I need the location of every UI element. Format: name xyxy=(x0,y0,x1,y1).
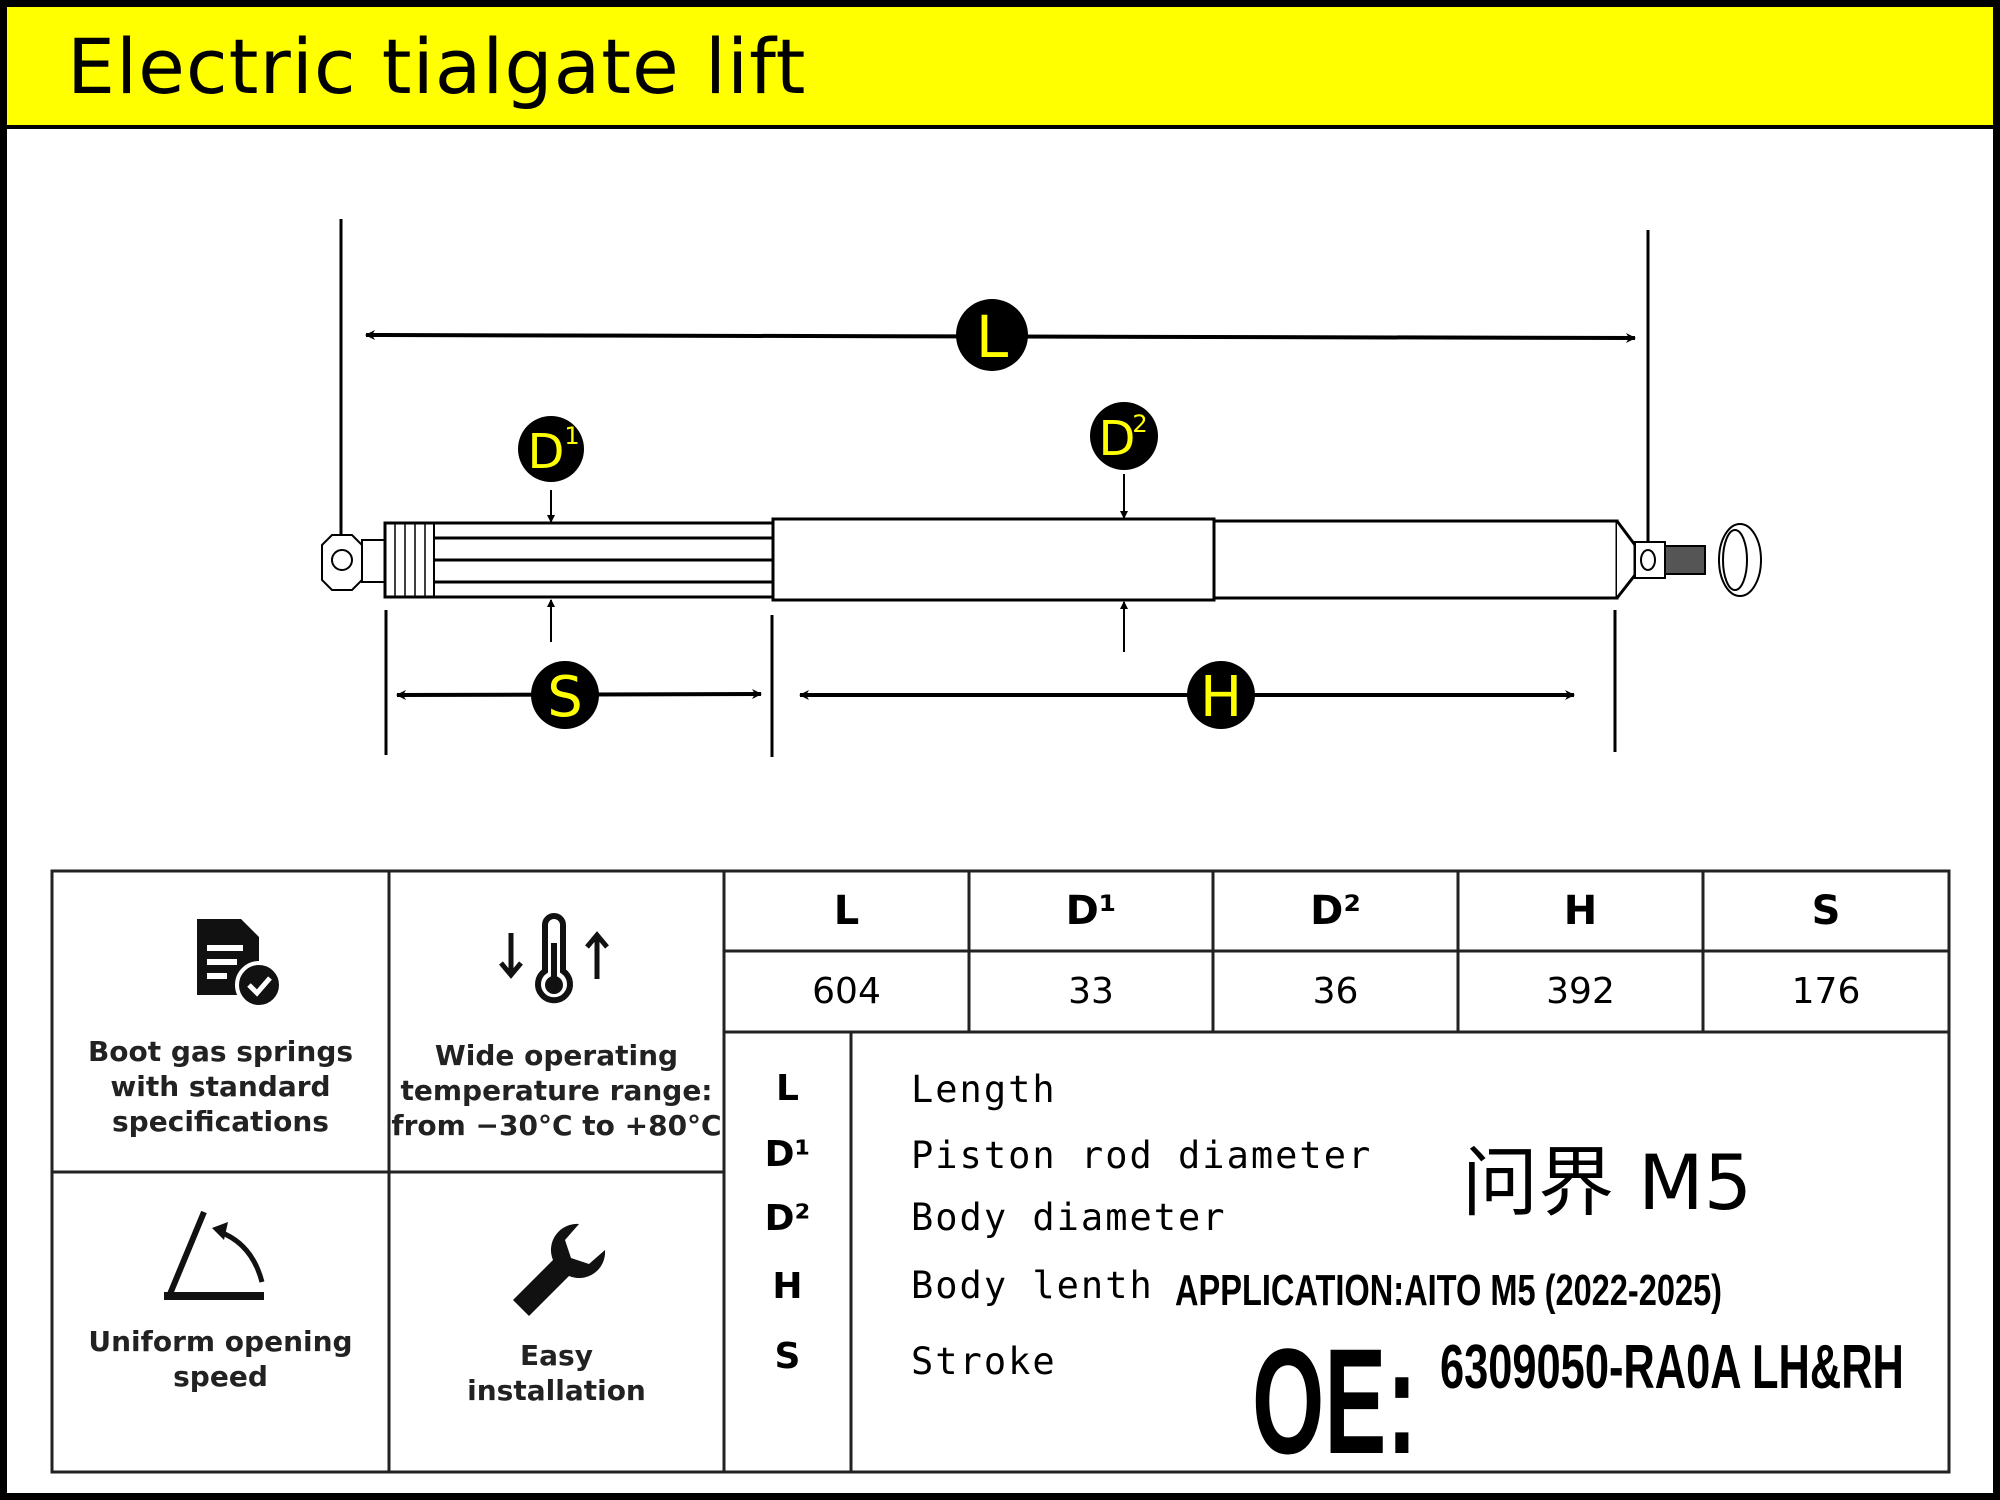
spec-value-S: 176 xyxy=(1791,971,1861,1012)
legend-text: Length xyxy=(911,1068,1057,1111)
badge-D1: D 1 xyxy=(518,416,584,482)
legend-text: Stroke xyxy=(911,1340,1057,1383)
right-ball-stud xyxy=(1634,523,1762,597)
legend-symbol: S xyxy=(774,1336,801,1377)
badge-L: L xyxy=(956,299,1028,371)
feature-label-line: specifications xyxy=(112,1105,329,1138)
spec-value-D1: 33 xyxy=(1068,971,1114,1012)
title-banner: Electric tialgate lift xyxy=(7,7,1993,129)
badge-D2-label: D xyxy=(1099,411,1136,467)
wrench-icon xyxy=(513,1223,606,1316)
legend-symbol: L xyxy=(776,1068,799,1109)
badge-H: H xyxy=(1187,661,1255,730)
oe-number: 6309050-RA0A LH&RH xyxy=(1440,1333,1904,1402)
badge-D2-sup: 2 xyxy=(1132,410,1147,438)
feature-label-line: Wide operating xyxy=(434,1039,679,1072)
badge-L-label: L xyxy=(976,303,1008,371)
application-text: APPLICATION:AITO M5 (2022-2025) xyxy=(1175,1266,1723,1315)
left-ball-socket xyxy=(321,534,387,591)
spec-header-S: S xyxy=(1811,888,1841,934)
feature-temperature-range: Wide operating temperature range: from −… xyxy=(389,871,724,1172)
legend-symbol: D² xyxy=(764,1198,811,1239)
spec-header-L: L xyxy=(833,888,860,934)
opening-angle-icon xyxy=(164,1210,265,1300)
feature-label-line: with standard xyxy=(110,1070,331,1103)
feature-label: Wide operating temperature range: from −… xyxy=(389,1038,724,1143)
spec-header-D1: D¹ xyxy=(1065,888,1117,934)
feature-easy-installation: Easy installation xyxy=(389,1172,724,1472)
gas-spring-diagram: L D 1 D 2 S H xyxy=(321,219,1762,757)
feature-label: Easy installation xyxy=(389,1338,724,1408)
legend-text: Piston rod diameter xyxy=(911,1134,1373,1177)
feature-label-line: Easy xyxy=(520,1339,593,1372)
legend-symbol: H xyxy=(772,1266,803,1307)
feature-label-line: installation xyxy=(467,1374,646,1407)
model-name: 问界 M5 xyxy=(1462,1138,1753,1227)
feature-label: Boot gas springs with standard specifica… xyxy=(52,1034,389,1139)
feature-label-line: Boot gas springs xyxy=(87,1035,354,1068)
badge-S: S xyxy=(531,661,599,730)
feature-uniform-speed: Uniform opening speed xyxy=(52,1172,389,1472)
page-title: Electric tialgate lift xyxy=(67,22,807,111)
spec-value-L: 604 xyxy=(812,971,881,1012)
feature-label-line: speed xyxy=(173,1360,268,1393)
feature-standard-specs: Boot gas springs with standard specifica… xyxy=(52,871,389,1172)
piston-rod xyxy=(383,521,775,599)
spec-value-H: 392 xyxy=(1546,971,1615,1012)
spec-header-D2: D² xyxy=(1310,888,1361,934)
legend-text: Body diameter xyxy=(911,1196,1227,1239)
feature-label-line: from −30°C to +80°C xyxy=(391,1109,722,1142)
legend-text: Body lenth xyxy=(911,1264,1154,1307)
document-check-icon xyxy=(197,919,283,1009)
feature-label-line: temperature range: xyxy=(400,1074,713,1107)
feature-label-line: Uniform opening xyxy=(88,1325,353,1358)
badge-D1-label: D xyxy=(528,424,565,480)
spec-value-D2: 36 xyxy=(1312,971,1359,1012)
oe-label: OE: xyxy=(1252,1317,1418,1485)
badge-S-label: S xyxy=(547,665,583,730)
feature-label: Uniform opening speed xyxy=(52,1324,389,1394)
badge-D1-sup: 1 xyxy=(564,422,579,450)
thermometer-arrows-icon xyxy=(499,913,609,1004)
spec-header-H: H xyxy=(1563,888,1598,934)
badge-H-label: H xyxy=(1200,665,1242,730)
badge-D2: D 2 xyxy=(1090,402,1158,470)
cylinder-body xyxy=(771,517,1637,602)
legend-symbol: D¹ xyxy=(764,1134,811,1175)
